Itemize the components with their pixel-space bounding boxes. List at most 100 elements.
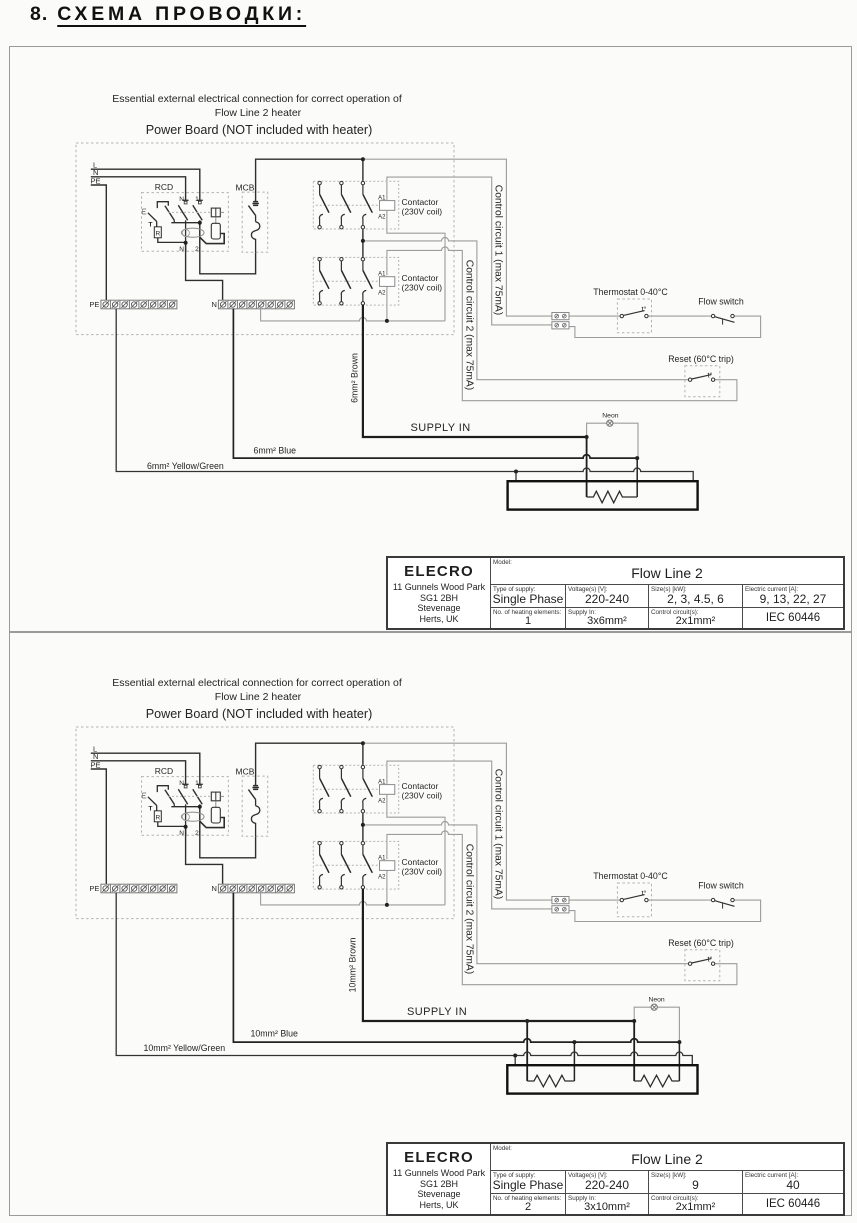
n-label: N	[93, 752, 98, 761]
brand-name: ELECRO	[404, 1149, 474, 1166]
n-strip-label: N	[211, 884, 216, 893]
voltage-cell: Voltage(s) [V]: 220-240	[565, 584, 648, 607]
essential-text-line1: Essential external electrical connection…	[112, 93, 402, 105]
heating-elements-value: 1	[524, 615, 532, 627]
rcd-n-top-label: N	[179, 196, 184, 203]
voltage-cell: Voltage(s) [V]: 220-240	[565, 1170, 648, 1193]
mcb-label: MCB	[236, 766, 255, 776]
l-label: L	[93, 745, 97, 754]
contactor1-label-line2: (230V coil)	[402, 790, 443, 800]
heating-elements-cell: No. of heating elements: 2	[490, 1193, 565, 1214]
supply-in-value: 3x6mm²	[587, 615, 627, 627]
manufacturer-address: 11 Gunnels Wood Park SG1 2BH Stevenage H…	[392, 1168, 486, 1210]
contactor2-a2-label: A2	[378, 875, 386, 881]
current-cell: Electric current [A]: 40	[742, 1170, 843, 1193]
yg-wire-label: 10mm² Yellow/Green	[144, 1043, 226, 1053]
heating-elements-cell: No. of heating elements: 1	[490, 607, 565, 628]
rcd-label: RCD	[155, 182, 173, 192]
type-of-supply-cell: Type of supply: Single Phase	[490, 584, 565, 607]
rcd-1-label: 1	[195, 780, 199, 787]
manufacturer-address: 11 Gunnels Wood Park SG1 2BH Stevenage H…	[392, 582, 486, 624]
type-of-supply-cell: Type of supply: Single Phase	[490, 1170, 565, 1193]
reset-label: Reset (60°C trip)	[668, 938, 734, 948]
power-board-circuit	[76, 727, 761, 985]
section-number: 8.	[30, 3, 49, 25]
rcd-r-label: R	[155, 814, 160, 821]
control-circuit-value: 2x1mm²	[675, 1201, 716, 1213]
model-cell: Model: Flow Line 2	[490, 1144, 843, 1170]
pe-strip-label: PE	[89, 884, 99, 893]
model-value: Flow Line 2	[631, 1151, 703, 1167]
rcd-n-bottom-label: N	[179, 830, 184, 837]
control-circuit-cell: Control circuit(s): 2x1mm²	[648, 607, 742, 628]
reset-t-label: t°	[707, 954, 712, 963]
model-cell: Model: Flow Line 2	[490, 558, 843, 584]
size-value: 9	[692, 1178, 699, 1192]
rcd-2-label: 2	[195, 246, 199, 253]
control-circuit-2-label: Control circuit 2 (max 75mA)	[464, 844, 475, 974]
contactor2-a1-label: A1	[378, 855, 386, 861]
contactor2-a1-label: A1	[378, 271, 386, 277]
thermostat-label: Thermostat 0-40°C	[593, 871, 668, 881]
power-board-circuit	[76, 143, 761, 401]
brown-wire-label: 6mm² Brown	[350, 353, 360, 403]
diagram-1-frame	[9, 46, 852, 633]
current-cell: Electric current [A]: 9, 13, 22, 27	[742, 584, 843, 607]
flow-switch-label: Flow switch	[698, 297, 744, 307]
contactor1-label-line1: Contactor	[402, 781, 439, 791]
type-of-supply-value: Single Phase	[492, 592, 564, 606]
diagram-2-texts: Essential external electrical connection…	[89, 677, 743, 1053]
heating-elements-value: 2	[524, 1201, 532, 1213]
essential-text-line2: Flow Line 2 heater	[215, 107, 302, 119]
supply-in-cell: Supply In: 3x6mm²	[565, 607, 648, 628]
power-board-title: Power Board (NOT included with heater)	[146, 123, 373, 137]
current-value: 9, 13, 22, 27	[759, 592, 827, 606]
n-strip-label: N	[211, 300, 216, 309]
rcd-n-bottom-label: N	[179, 246, 184, 253]
voltage-value: 220-240	[584, 592, 630, 606]
wiring-diagram-2: Essential external electrical connection…	[76, 677, 761, 1094]
reset-t-label: t°	[707, 370, 712, 379]
brown-wire-label: 10mm² Brown	[348, 938, 358, 993]
power-board-title: Power Board (NOT included with heater)	[146, 707, 373, 721]
brand-name: ELECRO	[404, 563, 474, 580]
wiring-diagram-1: Essential external electrical connection…	[76, 93, 761, 510]
contactor1-a1-label: A1	[378, 779, 386, 785]
neon-label: Neon	[648, 997, 664, 1004]
pe-label: PE	[91, 176, 101, 185]
control-circuit-2-label: Control circuit 2 (max 75mA)	[464, 260, 475, 390]
rcd-t-label: T	[149, 806, 153, 813]
supply-in-value: 3x10mm²	[584, 1201, 630, 1213]
contactor2-label-line2: (230V coil)	[402, 283, 443, 293]
contactor1-label-line1: Contactor	[402, 197, 439, 207]
manufacturer-cell: ELECRO 11 Gunnels Wood Park SG1 2BH Stev…	[388, 1144, 490, 1214]
neon-label: Neon	[602, 413, 618, 420]
supply-in-label: SUPPLY IN	[411, 422, 471, 434]
contactor2-label-line2: (230V coil)	[402, 867, 443, 877]
pe-strip-label: PE	[89, 300, 99, 309]
supply-in-label: SUPPLY IN	[407, 1006, 467, 1018]
page-title: 8. СХЕМА ПРОВОДКИ:	[30, 3, 306, 26]
voltage-value: 220-240	[584, 1178, 630, 1192]
thermostat-t-label: t°	[641, 888, 646, 897]
spec-table-2: ELECRO 11 Gunnels Wood Park SG1 2BH Stev…	[386, 1142, 845, 1216]
heater-supply-circuit	[116, 889, 697, 1094]
rcd-1-label: 1	[195, 196, 199, 203]
pe-label: PE	[91, 760, 101, 769]
rcd-n-top-label: N	[179, 780, 184, 787]
essential-text-line1: Essential external electrical connection…	[112, 677, 402, 689]
n-label: N	[93, 168, 98, 177]
manufacturer-cell: ELECRO 11 Gunnels Wood Park SG1 2BH Stev…	[388, 558, 490, 628]
l-label: L	[93, 161, 97, 170]
diagram-1-texts: Essential external electrical connection…	[89, 93, 743, 471]
control-circuit-1-label: Control circuit 1 (max 75mA)	[493, 185, 504, 315]
heater-supply-circuit	[116, 305, 697, 510]
thermostat-label: Thermostat 0-40°C	[593, 287, 668, 297]
section-title: СХЕМА ПРОВОДКИ:	[57, 3, 307, 25]
flow-switch-label: Flow switch	[698, 881, 744, 891]
standard-value: IEC 60446	[765, 612, 821, 624]
current-value: 40	[786, 1178, 800, 1192]
size-value: 2, 3, 4.5, 6	[667, 592, 724, 606]
